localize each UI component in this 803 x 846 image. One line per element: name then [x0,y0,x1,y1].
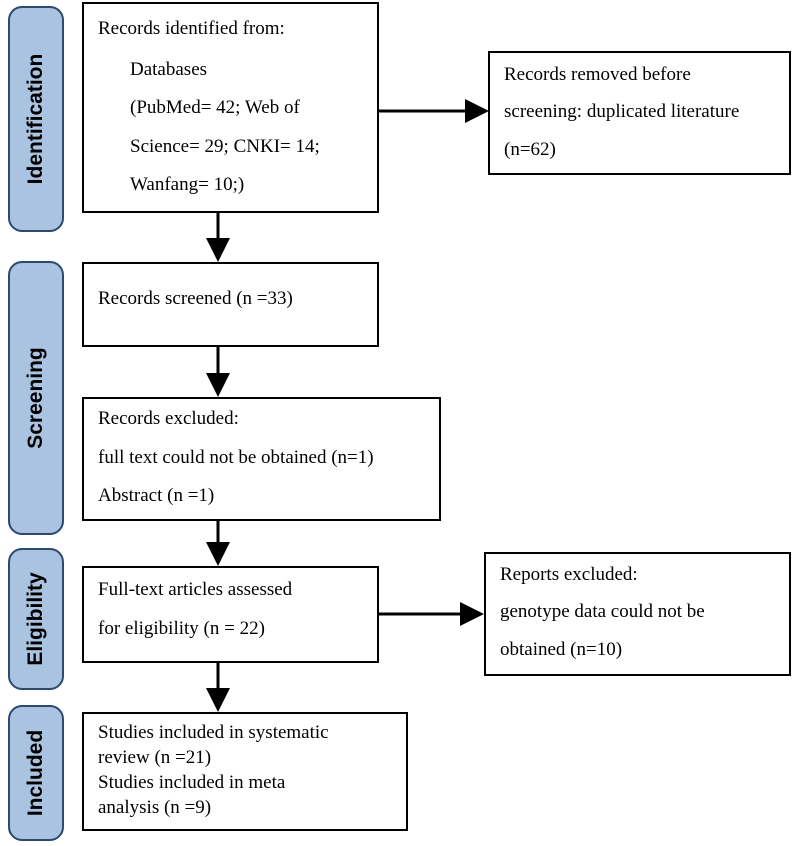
records-excluded-line-2: Abstract (n =1) [98,485,215,506]
fulltext-assessed-line-2: for eligibility (n = 22) [98,618,265,639]
reports-excluded-line-2: obtained (n=10) [500,639,623,660]
studies-included-line-4: analysis (n =9) [98,797,212,818]
stage-tab-included: Included [8,705,64,841]
fulltext-assessed-box: Full-text articles assessed for eligibil… [82,566,379,663]
reports-excluded-line-1: genotype data could not be [500,601,705,622]
reports-excluded-box: Reports excluded: genotype data could no… [484,552,791,676]
records-identified-line-3: Wanfang= 10;) [130,174,245,195]
records-removed-box: Records removed before screening: duplic… [488,51,791,175]
records-identified-box: Records identified from: Databases (PubM… [82,2,379,213]
records-identified-line-2: Science= 29; CNKI= 14; [130,136,320,157]
reports-excluded-title: Reports excluded: [500,564,638,585]
records-identified-line-1: (PubMed= 42; Web of [130,97,300,118]
records-removed-line-2: screening: duplicated literature [504,101,740,122]
fulltext-assessed-line-1: Full-text articles assessed [98,579,293,600]
records-identified-title: Records identified from: [98,18,285,39]
records-removed-line-3: (n=62) [504,139,556,160]
studies-included-line-1: Studies included in systematic [98,722,329,743]
stage-tab-eligibility: Eligibility [8,548,64,690]
records-excluded-line-1: full text could not be obtained (n=1) [98,447,374,468]
studies-included-line-2: review (n =21) [98,747,212,768]
records-screened-text: Records screened (n =33) [98,288,293,309]
stage-tab-screening: Screening [8,261,64,535]
studies-included-line-3: Studies included in meta [98,772,286,793]
records-removed-line-1: Records removed before [504,64,691,85]
records-excluded-title: Records excluded: [98,408,239,429]
records-excluded-box: Records excluded: full text could not be… [82,397,441,521]
records-screened-box: Records screened (n =33) [82,262,379,347]
records-identified-source: Databases [130,59,208,80]
stage-tab-identification: Identification [8,6,64,232]
studies-included-box: Studies included in systematic review (n… [82,712,408,831]
